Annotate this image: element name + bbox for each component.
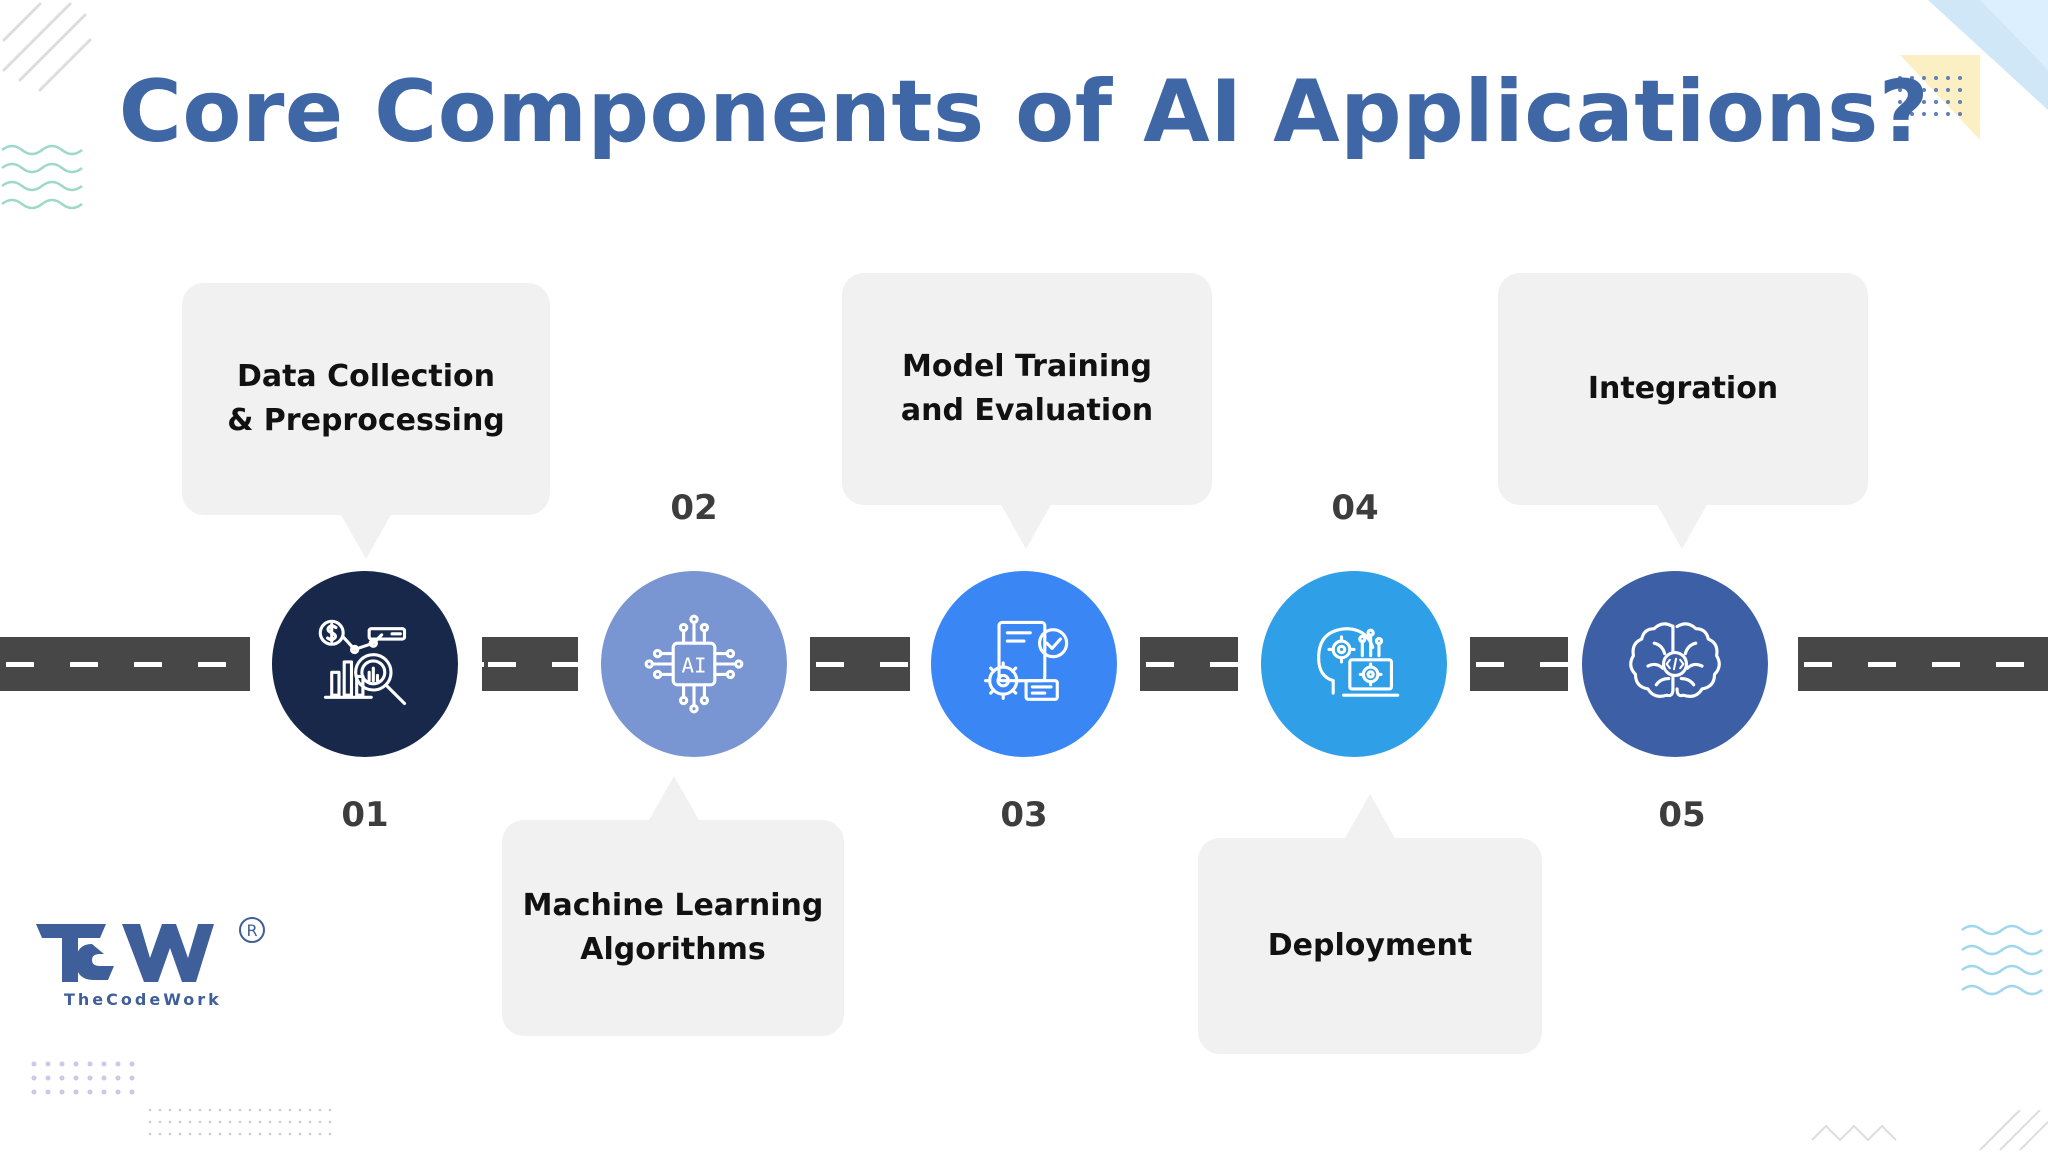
page-title: Core Components of AI Applications? (118, 62, 1930, 162)
step-03-label: Model Training and Evaluation (900, 349, 1154, 428)
step-01-card: Data Collection & Preprocessing (182, 283, 550, 515)
step-04-label: Deployment (1267, 928, 1473, 963)
registered-mark: R (246, 921, 257, 940)
step-05-card: Integration (1498, 273, 1868, 505)
step-03-node (931, 571, 1117, 757)
brain-code-icon (1629, 622, 1721, 698)
step-02-card-pointer (648, 776, 700, 822)
step-04-card: Deployment (1198, 838, 1542, 1054)
ai-chip-icon: AI (644, 614, 744, 714)
step-05-node (1582, 571, 1768, 757)
wave-lines-decoration (1, 144, 83, 210)
corner-scribble-decoration (2, 2, 92, 92)
step-03-number: 03 (1000, 795, 1048, 835)
gear-document-check-icon (983, 620, 1069, 701)
step-01-number: 01 (341, 795, 389, 835)
logo-wordmark: TheCodeWork (64, 990, 222, 1009)
triangles-decoration (1898, 0, 2048, 140)
road-segment (1798, 637, 2048, 691)
dot-grid-decoration (31, 1061, 332, 1136)
step-02-label: Machine Learning Algorithms (522, 888, 824, 967)
step-01-card-pointer (340, 513, 392, 559)
step-01-label: Data Collection & Preprocessing (227, 359, 505, 438)
corner-scribble-decoration-bottom (1811, 1110, 2048, 1151)
step-02-number: 02 (670, 488, 718, 528)
step-01-node (272, 571, 458, 757)
step-05-card-pointer (1656, 503, 1708, 549)
step-03-card-pointer (1000, 503, 1052, 549)
data-analytics-icon (318, 619, 407, 706)
wave-lines-decoration-right (1961, 924, 2043, 996)
step-03-card: Model Training and Evaluation (842, 273, 1212, 505)
step-04-card-pointer (1344, 794, 1396, 840)
road-segment (1140, 637, 1238, 691)
step-02-card: Machine Learning Algorithms (502, 820, 844, 1036)
road-segment (810, 637, 910, 691)
step-05-label: Integration (1587, 371, 1779, 406)
thecodework-logo: R (36, 917, 265, 982)
step-05-number: 05 (1658, 795, 1706, 835)
step-02-node: AI (601, 571, 787, 757)
head-gears-laptop-icon (1317, 627, 1400, 697)
road-segment (482, 637, 578, 691)
step-04-number: 04 (1331, 488, 1379, 528)
step-04-node (1261, 571, 1447, 757)
road-segment (0, 637, 250, 691)
road-segment (1470, 637, 1568, 691)
svg-text:AI: AI (681, 653, 706, 677)
